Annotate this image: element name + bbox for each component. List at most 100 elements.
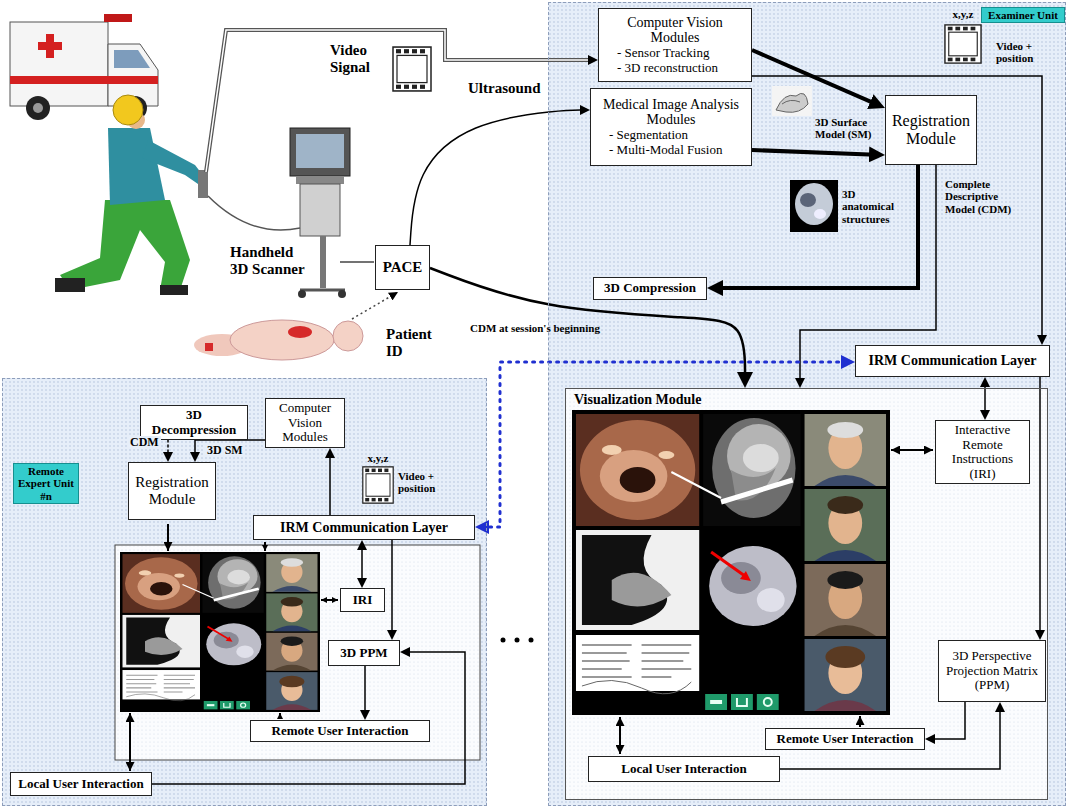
paramedic-figure: [160, 285, 188, 295]
annotation-label: Complete Descriptive Model (CDM): [945, 178, 1025, 215]
anatomy-thumbnail: [790, 180, 838, 232]
patient-figure: [205, 343, 213, 351]
module-box: Medical Image Analysis Modules- Segmenta…: [590, 88, 752, 166]
connector-arrow: [752, 50, 876, 104]
connector-arrow: [391, 540, 393, 634]
paramedic-figure: [198, 170, 208, 198]
label-holder: Video + position: [996, 40, 1058, 65]
screen-link-arrow: [129, 713, 131, 771]
ultrasound-machine: [338, 290, 346, 298]
connector-arrow: [364, 666, 366, 714]
box-label: IRM Communication Layer: [869, 353, 1037, 369]
film-icon: [945, 25, 981, 63]
screen-display: [572, 410, 890, 715]
ambulance-illustration: [33, 103, 43, 113]
unit-panel: Examiner UnitComputer Vision Modules- Se…: [548, 2, 1066, 806]
box-label: Local User Interaction: [621, 762, 746, 777]
connector-arrow: [410, 110, 584, 245]
film-icon: [945, 25, 981, 63]
examiner-panel-ground: [548, 2, 1066, 806]
video-signal-cable: [206, 30, 589, 172]
annotation-label: Video + position: [398, 470, 458, 495]
patient-figure: [230, 320, 334, 360]
connector-arrow: [361, 546, 363, 582]
ultrasound-machine: [208, 128, 374, 298]
communication-box: IRM Communication Layer: [253, 515, 475, 540]
remote-panel-ground: [2, 378, 487, 806]
connector-arrow: [1039, 377, 1041, 634]
ambulance-illustration: [10, 76, 158, 84]
box-label: IRI: [353, 593, 373, 608]
ambulance-illustration: [104, 14, 132, 22]
box-label: Computer Vision Modules: [270, 401, 340, 445]
box-label: Local User Interaction: [18, 777, 143, 792]
screen-link-arrow: [264, 542, 266, 551]
ultrasound-machine: [320, 236, 326, 288]
examiner-panel-ground: [548, 2, 1066, 806]
anatomy-thumbnail: [814, 209, 826, 219]
connector-arrow: [483, 362, 846, 527]
process-box: IRI: [340, 588, 385, 612]
screen-link-arrow: [130, 450, 933, 771]
film-icon: [393, 47, 431, 91]
surface-model-thumbnail: [782, 100, 800, 104]
screen-link-arrow: [891, 449, 933, 451]
paramedic-figure: [55, 278, 85, 292]
continuation-dots: [515, 638, 520, 643]
ultrasound-machine: [296, 134, 344, 168]
process-box: Remote User Interaction: [765, 728, 925, 750]
label-holder: Video + position: [398, 470, 458, 495]
continuation-dots: [529, 638, 534, 643]
box-label: Registration Module: [890, 112, 972, 148]
label-holder: Ultrasound: [468, 80, 558, 97]
surface-model-thumbnail: [772, 86, 812, 116]
ambulance-illustration: [26, 96, 50, 120]
connector-label: CDM at session's beginning: [468, 322, 602, 334]
module-panel: Visualization ModuleInteractive Remote I…: [565, 388, 1048, 800]
process-box: 3D Decompression: [140, 405, 248, 440]
ultrasound-machine: [296, 176, 344, 184]
box-label: Interactive Remote Instructions (IRI): [940, 423, 1025, 481]
annotation-label: Video + position: [996, 40, 1058, 65]
video-signal-cable: [588, 55, 598, 65]
box-label: Medical Image Analysis Modules: [595, 97, 747, 128]
ultrasound-machine: [290, 128, 350, 176]
list-item: - Sensor Tracking: [617, 46, 709, 61]
ambulance-illustration: [38, 42, 62, 50]
label-holder: 3D SM: [205, 444, 245, 457]
panel-title: Visualization Module: [574, 392, 774, 408]
box-label: Computer Vision Modules: [603, 15, 747, 46]
annotation-label: x,y,z: [362, 452, 394, 464]
screen-link-arrow: [859, 716, 861, 727]
ambulance-illustration: [114, 50, 150, 68]
patient-figure: [194, 292, 398, 360]
box-label: IRM Communication Layer: [280, 520, 448, 536]
box-label: 3D Compression: [604, 281, 696, 296]
ultrasound-machine: [298, 290, 306, 298]
continuation-dots: [501, 638, 534, 643]
patient-figure: [288, 326, 312, 338]
paramedic-figure: [108, 128, 165, 205]
connector-arrow: [152, 652, 465, 784]
film-icon: [363, 467, 393, 503]
label-holder: CDM: [128, 436, 161, 449]
label-holder: Complete Descriptive Model (CDM): [945, 178, 1025, 215]
ultrasound-machine: [300, 184, 340, 236]
visualization-panel-ground: [565, 388, 1048, 800]
connector-arrow: [752, 150, 875, 155]
label-holder: 3D anatomical structures: [842, 188, 910, 225]
label-holder: x,y,z: [362, 452, 394, 464]
patient-figure: [352, 292, 398, 319]
ultrasound-machine: [300, 289, 345, 292]
annotation-label: 3D anatomical structures: [842, 188, 910, 225]
connector-label: 3D SM: [205, 444, 245, 457]
box-label: 3D PPM: [340, 646, 387, 661]
process-box: 3D PPM: [328, 640, 400, 666]
label-holder: 3D Surface Model (SM): [815, 116, 881, 141]
process-box: 3D Compression: [593, 277, 707, 300]
screen-link-arrow: [321, 599, 338, 601]
box-label: 3D Perspective Projection Matrix (PPM): [943, 649, 1041, 693]
annotation-label: Video Signal: [330, 42, 390, 76]
label-holder: Handheld 3D Scanner: [230, 244, 312, 278]
process-box: Interactive Remote Instructions (IRI): [935, 420, 1030, 484]
